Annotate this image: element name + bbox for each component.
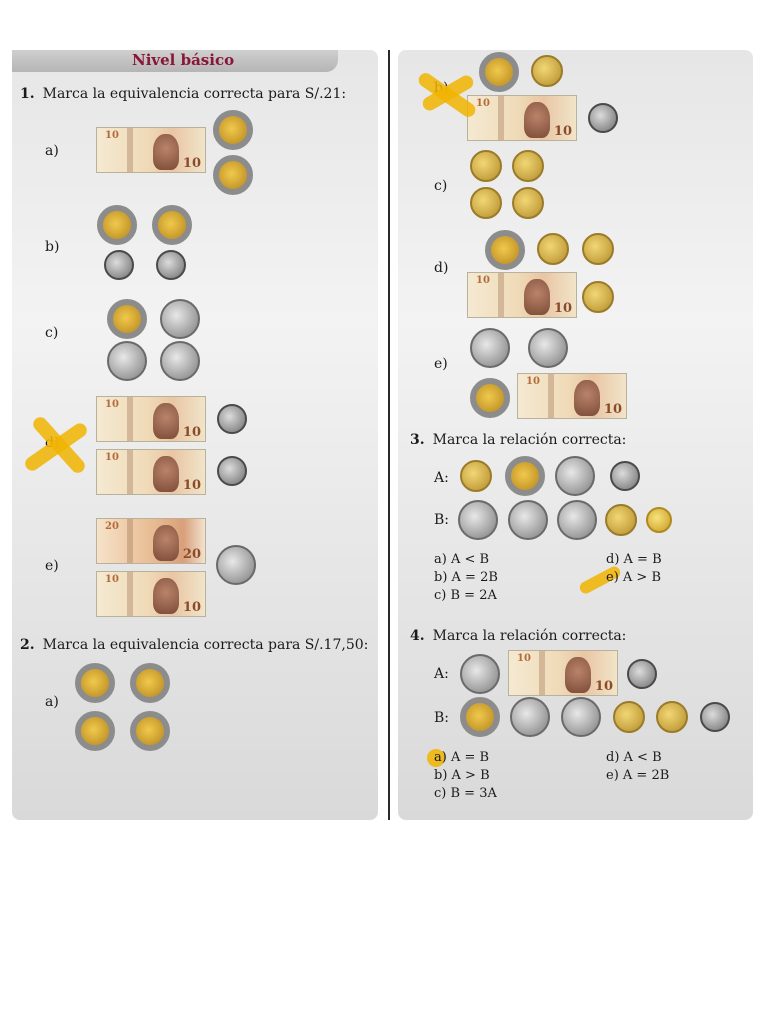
- coin-2-icon: [470, 328, 510, 368]
- q3-row-b-label: B:: [434, 512, 450, 528]
- coin-2-icon: [107, 341, 147, 381]
- coin-2-icon: [557, 500, 597, 540]
- coin-1-icon: [217, 404, 247, 434]
- coin-2-icon: [510, 697, 550, 737]
- coin-5-icon: [460, 697, 500, 737]
- coin-1-icon: [156, 250, 186, 280]
- coin-2-icon: [458, 500, 498, 540]
- coin-5-icon: [130, 711, 170, 751]
- q3-answer-e[interactable]: e) A > B: [606, 570, 661, 585]
- coin-2-icon: [460, 654, 500, 694]
- coin-2-icon: [160, 341, 200, 381]
- question-2: 2.Marca la equivalencia correcta para S/…: [20, 637, 369, 653]
- coin-50c-icon: [537, 233, 569, 265]
- coin-2-icon: [528, 328, 568, 368]
- coin-50c-icon: [605, 504, 637, 536]
- q2-option-a-label[interactable]: a): [45, 694, 59, 710]
- q3-answer-b[interactable]: b) A = 2B: [434, 570, 498, 585]
- q2-option-d-label[interactable]: d): [434, 260, 449, 276]
- q4-row-a-label: A:: [434, 666, 449, 682]
- coin-2-icon: [160, 299, 200, 339]
- coin-50c-icon: [531, 55, 563, 87]
- coin-5-icon: [97, 205, 137, 245]
- q1-option-c-label[interactable]: c): [45, 325, 59, 341]
- q2-option-e-label[interactable]: e): [434, 356, 448, 372]
- q3-answer-d[interactable]: d) A = B: [606, 552, 662, 567]
- coin-1-icon: [588, 103, 618, 133]
- coin-5-icon: [213, 155, 253, 195]
- q4-answer-c[interactable]: c) B = 3A: [434, 786, 497, 801]
- q2-option-c-label[interactable]: c): [434, 178, 448, 194]
- q1-option-e-label[interactable]: e): [45, 558, 59, 574]
- coin-5-icon: [505, 456, 545, 496]
- coin-5-icon: [470, 378, 510, 418]
- coin-50c-icon: [613, 701, 645, 733]
- question-1: 1.Marca la equivalencia correcta para S/…: [20, 86, 347, 102]
- level-header: Nivel básico: [12, 50, 338, 72]
- coin-5-icon: [152, 205, 192, 245]
- q4-answer-d[interactable]: d) A < B: [606, 750, 662, 765]
- coin-5-icon: [479, 52, 519, 92]
- q4-answer-a[interactable]: a) A = B: [434, 750, 490, 765]
- coin-1-icon: [610, 461, 640, 491]
- coin-50c-icon: [470, 150, 502, 182]
- q4-row-b-label: B:: [434, 710, 450, 726]
- q3-answer-c[interactable]: c) B = 2A: [434, 588, 497, 603]
- q4-answer-b[interactable]: b) A > B: [434, 768, 490, 783]
- coin-1-icon: [217, 456, 247, 486]
- column-divider: [388, 50, 390, 820]
- highlight-mark: [427, 749, 445, 767]
- coin-50c-icon: [512, 187, 544, 219]
- coin-5-icon: [130, 663, 170, 703]
- q3-row-a-label: A:: [434, 470, 449, 486]
- question-1-text: Marca la equivalencia correcta para S/.2…: [42, 86, 347, 102]
- coin-10c-icon: [646, 507, 672, 533]
- question-3: 3.Marca la relación correcta:: [410, 432, 627, 448]
- coin-2-icon: [216, 545, 256, 585]
- coin-1-icon: [104, 250, 134, 280]
- coin-1-icon: [627, 659, 657, 689]
- coin-50c-icon: [470, 187, 502, 219]
- coin-50c-icon: [512, 150, 544, 182]
- coin-5-icon: [75, 663, 115, 703]
- coin-2-icon: [555, 456, 595, 496]
- coin-1-icon: [700, 702, 730, 732]
- coin-50c-icon: [582, 281, 614, 313]
- q1-option-a-label[interactable]: a): [45, 143, 59, 159]
- question-4-text: Marca la relación correcta:: [432, 628, 627, 644]
- q3-answer-a[interactable]: a) A < B: [434, 552, 490, 567]
- coin-5-icon: [107, 299, 147, 339]
- coin-50c-icon: [656, 701, 688, 733]
- coin-50c-icon: [582, 233, 614, 265]
- q4-answer-e[interactable]: e) A = 2B: [606, 768, 670, 783]
- question-3-text: Marca la relación correcta:: [432, 432, 627, 448]
- coin-2-icon: [561, 697, 601, 737]
- coin-5-icon: [485, 230, 525, 270]
- coin-5-icon: [75, 711, 115, 751]
- q1-option-b-label[interactable]: b): [45, 239, 60, 255]
- level-title: Nivel básico: [132, 51, 235, 69]
- coin-5-icon: [213, 110, 253, 150]
- question-2-text: Marca la equivalencia correcta para S/.1…: [42, 637, 369, 653]
- question-4: 4.Marca la relación correcta:: [410, 628, 627, 644]
- coin-50c-icon: [460, 460, 492, 492]
- coin-2-icon: [508, 500, 548, 540]
